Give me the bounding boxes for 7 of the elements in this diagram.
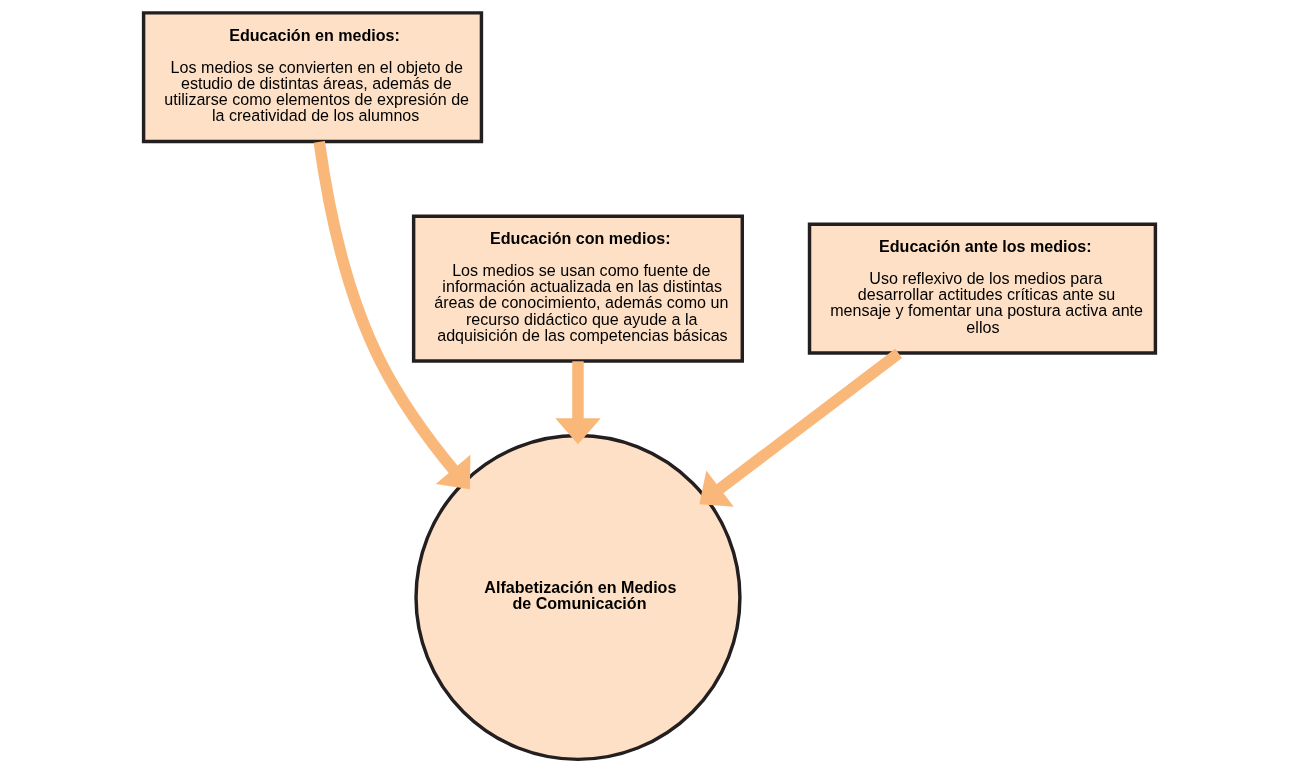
arrow	[313, 141, 471, 490]
arrow	[555, 361, 601, 445]
node-box: Educación ante los medios: Uso reflexivo de los medios para desarrollar actitudes críticas ante su mensaje y fomentar una postura activa ante ellos	[807, 222, 1158, 355]
node-box: Educación en medios: Los medios se convierten en el objeto de estudio de distintas áreas, además de utilizarse como elementos de expresión de la creatividad de los alumnos	[141, 11, 484, 144]
arrow	[699, 348, 903, 507]
node-circle: Alfabetización en Medios de Comunicación	[414, 433, 742, 762]
node-box: Educación con medios: Los medios se usan como fuente de información actualizada en las distintas áreas de conocimiento, además como un recurso didáctico que ayude a la adquisición de las competencias básicas	[411, 214, 744, 363]
